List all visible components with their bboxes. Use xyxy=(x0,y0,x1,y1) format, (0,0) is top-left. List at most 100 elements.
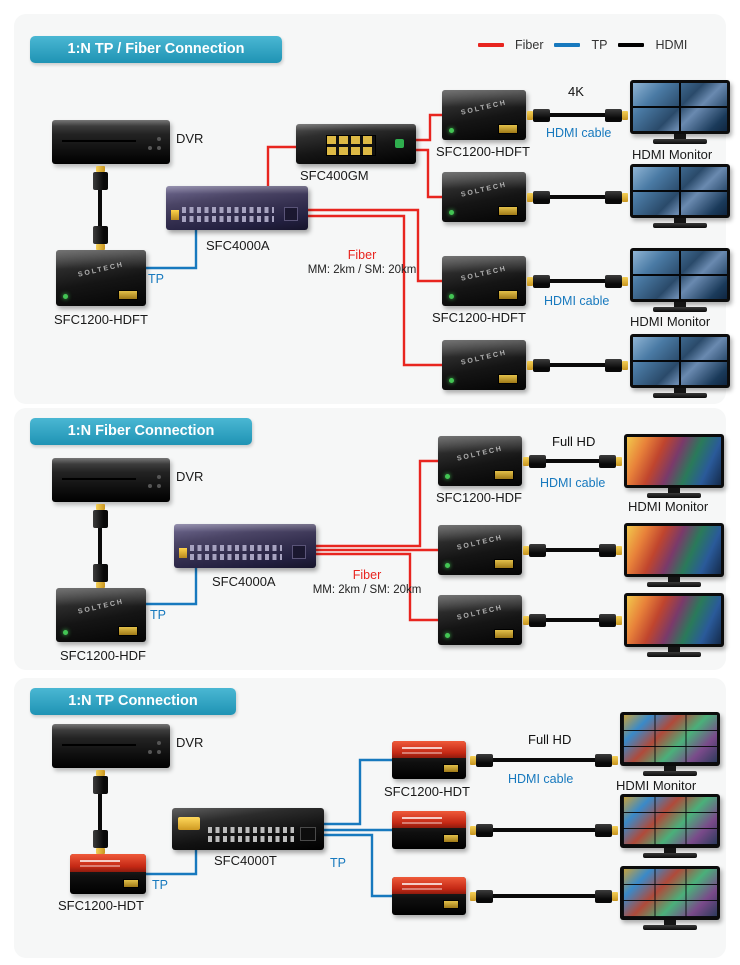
hdmi-plug-tip xyxy=(612,891,618,901)
hdmi-plug-tip xyxy=(523,545,529,555)
converter-sfc1200-hdft: SOLTECH xyxy=(442,340,526,390)
monitor-screen xyxy=(627,437,721,485)
converter-port xyxy=(498,124,518,134)
monitor-neck xyxy=(674,218,686,223)
hdmi-plug-tip xyxy=(527,360,533,370)
monitor-neck xyxy=(674,302,686,307)
hdmi-plug-tip xyxy=(616,615,622,625)
hdmi-cable-vertical xyxy=(90,770,110,854)
converter-brand-label: SOLTECH xyxy=(456,534,504,552)
converter-label: SFC1200-HDFT xyxy=(436,144,530,159)
converter-sfc1200-hdf: SOLTECH xyxy=(438,436,522,486)
hdmi-cable xyxy=(523,611,622,629)
dvr-device xyxy=(52,458,170,502)
hdmi-cable xyxy=(470,751,618,769)
fiber-distance-label: MM: 2km / SM: 20km xyxy=(312,584,422,596)
switch-ports xyxy=(326,135,376,156)
converter-brand-label: SOLTECH xyxy=(460,181,508,199)
legend: Fiber TP HDMI xyxy=(478,38,687,52)
hdmi-plug-tip xyxy=(470,891,476,901)
monitor-bezel xyxy=(620,866,720,920)
converter-port xyxy=(498,374,518,384)
hdmi-plug-tip xyxy=(616,545,622,555)
converter-label: SFC1200-HDT xyxy=(384,784,470,799)
switch-logo xyxy=(179,548,187,558)
switch-label: SFC4000A xyxy=(206,238,270,253)
hdmi-cable-line xyxy=(550,195,605,199)
switch-label: SFC400GM xyxy=(300,168,369,183)
switch-sfc4000a xyxy=(166,186,308,230)
hdmi-plug-body xyxy=(92,776,108,794)
converter-port xyxy=(494,559,514,569)
hdmi-plug-tip xyxy=(95,166,105,172)
monitor-bezel xyxy=(630,248,730,302)
converter-port xyxy=(494,629,514,639)
monitor-neck xyxy=(668,647,680,652)
monitor-neck xyxy=(664,920,676,925)
hdmi-plug-body xyxy=(533,274,550,288)
converter-port xyxy=(123,879,139,888)
monitor-base xyxy=(647,652,701,657)
hdmi-cable xyxy=(527,106,628,124)
hdmi-monitor xyxy=(624,523,724,587)
hdmi-plug-tip xyxy=(527,276,533,286)
monitor-base xyxy=(653,139,707,144)
section-title-banner: 1:N TP / Fiber Connection xyxy=(30,36,282,63)
hdmi-plug-body xyxy=(595,753,612,767)
hdmi-plug-body xyxy=(533,190,550,204)
converter-label: SFC1200-HDF xyxy=(60,648,146,663)
hdmi-plug-tip xyxy=(616,456,622,466)
hdmi-monitor-label: HDMI Monitor xyxy=(628,499,709,514)
converter-brand-label: SOLTECH xyxy=(456,604,504,622)
switch-ports xyxy=(208,827,294,842)
hdmi-cable-line xyxy=(550,279,605,283)
legend-tp-line xyxy=(554,43,581,47)
hdmi-plug-tip xyxy=(527,110,533,120)
monitor-screen xyxy=(633,337,727,385)
monitor-base xyxy=(653,393,707,398)
converter-port xyxy=(498,290,518,300)
monitor-bezel xyxy=(620,794,720,848)
switch-logo xyxy=(171,210,179,220)
dvr-device xyxy=(52,120,170,164)
fiber-line xyxy=(266,145,296,186)
legend-fiber-line xyxy=(478,43,504,47)
fiber-distance-label: MM: 2km / SM: 20km xyxy=(307,264,417,276)
monitor-bezel xyxy=(620,712,720,766)
monitor-bezel xyxy=(630,80,730,134)
hdmi-plug-body xyxy=(599,543,616,557)
fiber-label: Fiber xyxy=(347,248,377,262)
monitor-base xyxy=(653,307,707,312)
hdmi-plug-body xyxy=(476,823,493,837)
hdmi-cable xyxy=(470,821,618,839)
hdmi-monitor xyxy=(620,866,720,930)
hdmi-plug-tip xyxy=(612,825,618,835)
converter-port xyxy=(443,764,459,773)
hdmi-plug-tip xyxy=(523,615,529,625)
legend-tp-label: TP xyxy=(591,38,608,52)
converter-sfc1200-hdt xyxy=(392,741,466,779)
hdmi-plug-tip xyxy=(622,192,628,202)
monitor-screen xyxy=(627,596,721,644)
hdmi-cable-label: HDMI cable xyxy=(546,126,612,140)
hdmi-plug-tip xyxy=(470,825,476,835)
hdmi-plug-tip xyxy=(95,504,105,510)
hdmi-monitor xyxy=(620,794,720,858)
converter-port xyxy=(443,900,459,909)
monitor-neck xyxy=(668,577,680,582)
monitor-base xyxy=(653,223,707,228)
hdmi-plug-body xyxy=(92,830,108,848)
monitor-neck xyxy=(674,388,686,393)
hdmi-plug-tip xyxy=(622,110,628,120)
tp-label: TP xyxy=(152,878,168,892)
hdmi-monitor xyxy=(624,434,724,498)
hdmi-plug-body xyxy=(92,564,108,582)
fiber-line xyxy=(416,113,442,142)
hdmi-plug-body xyxy=(533,358,550,372)
hdmi-plug-tip xyxy=(622,276,628,286)
converter-sfc1200-hdt xyxy=(392,811,466,849)
hdmi-plug-body xyxy=(476,889,493,903)
fiber-line xyxy=(416,148,442,199)
quality-label: Full HD xyxy=(528,732,572,747)
converter-sfc1200-hdft: SOLTECH xyxy=(442,172,526,222)
